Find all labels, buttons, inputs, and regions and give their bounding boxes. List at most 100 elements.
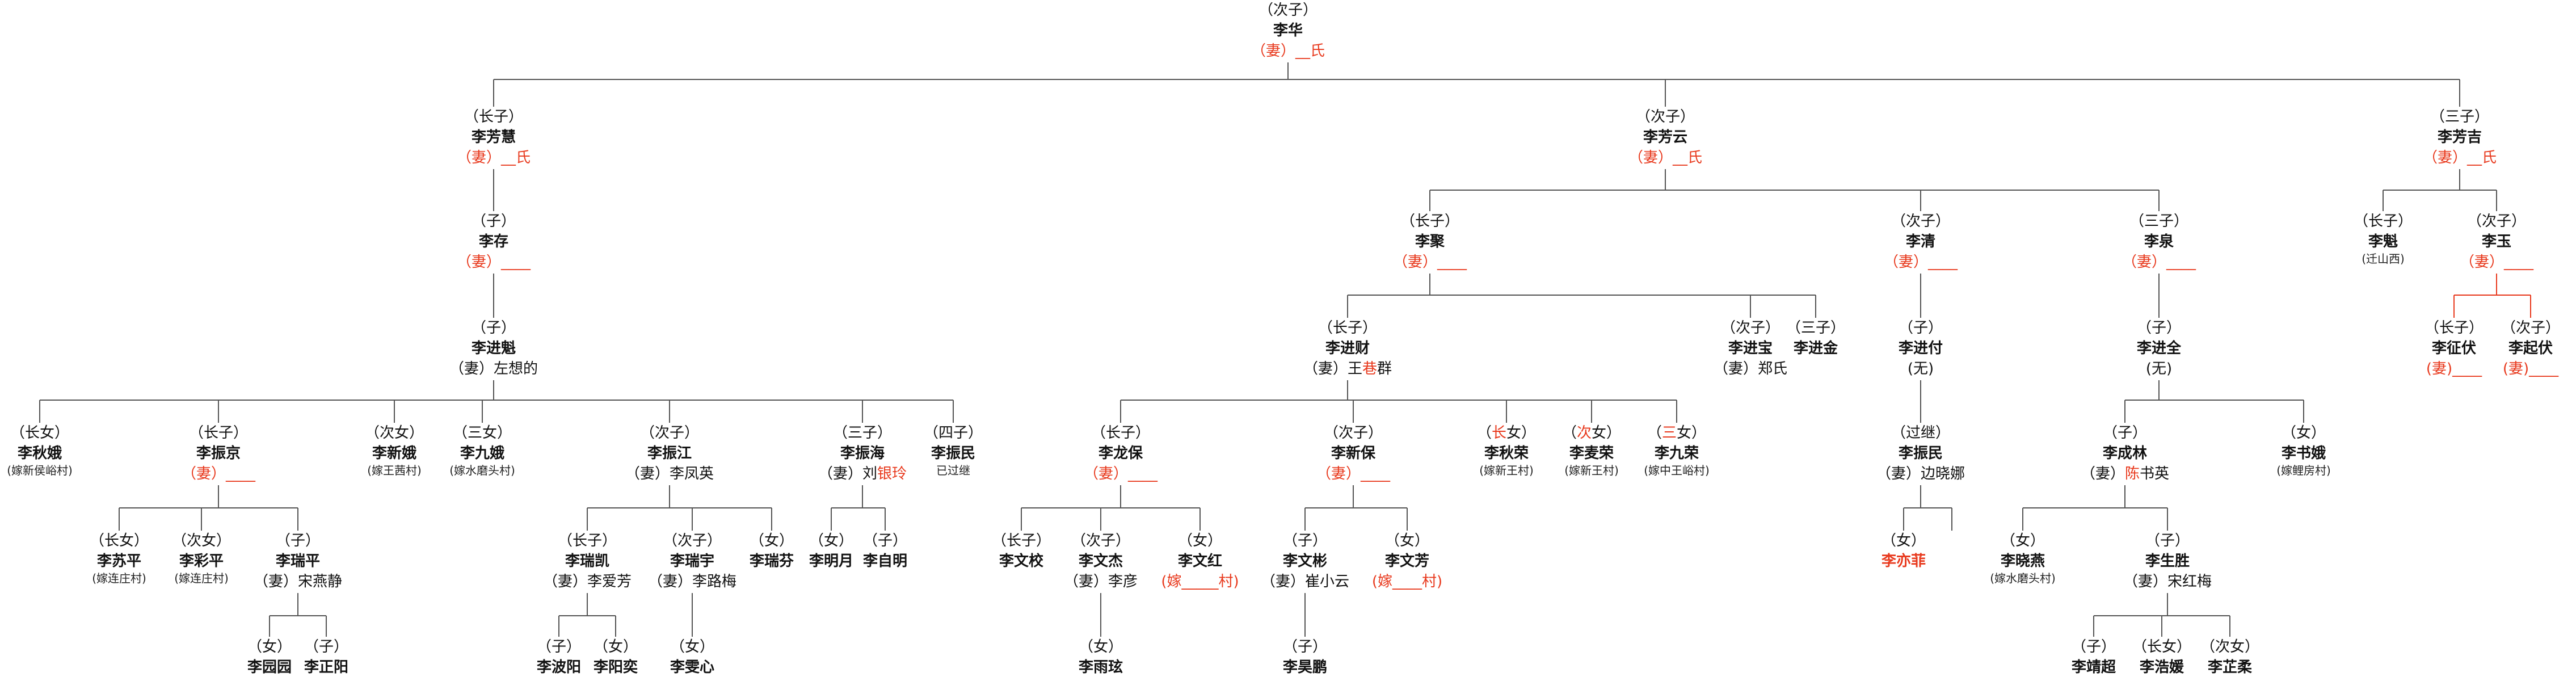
person-li-zhenjing: （长子） 李振京 （妻）____ bbox=[182, 423, 255, 484]
person-li-qing: （次子） 李清 （妻）____ bbox=[1884, 211, 1958, 272]
person-li-chenglin: （子） 李成林 （妻）陈书英 bbox=[2081, 423, 2169, 484]
person-name: 李瑞平 bbox=[275, 553, 320, 570]
spouse-line: （妻）李彦 bbox=[1063, 573, 1138, 590]
relation-label: （子） bbox=[1282, 638, 1328, 655]
relation-label: （次子） bbox=[1323, 424, 1383, 442]
relation-label: （女） bbox=[2000, 532, 2045, 549]
relation-label: （女） bbox=[247, 638, 292, 655]
marriage-note: (嫁连庄村) bbox=[174, 571, 229, 585]
person-name: 李瑞凯 bbox=[565, 553, 609, 570]
spouse-line: （妻）__氏 bbox=[2422, 149, 2497, 166]
person-li-jinjin: （三子） 李进金 bbox=[1786, 318, 1845, 359]
relation-label: （长子） bbox=[1318, 320, 1377, 337]
person-li-yuanyuan: （女） 李园园 bbox=[247, 637, 292, 678]
person-name: 李进付 bbox=[1898, 340, 1943, 357]
person-name: 李芳慧 bbox=[471, 129, 516, 146]
person-li-zhirou: （次女） 李芷柔 bbox=[2200, 637, 2259, 678]
person-name: 李文彬 bbox=[1282, 553, 1327, 570]
none-note: (无) bbox=[1907, 360, 1934, 377]
spouse-line: (妻)____ bbox=[2502, 360, 2559, 377]
person-name: 李聚 bbox=[1415, 233, 1445, 250]
relation-label: （次子） bbox=[662, 532, 722, 549]
relation-label: （三子） bbox=[832, 424, 893, 442]
person-li-xine: （次女） 李新娥 (嫁王茜村) bbox=[365, 423, 424, 477]
person-name: 李芳云 bbox=[1643, 129, 1687, 146]
person-li-zhenmin-adopted: （过继） 李振民 （妻）边晓娜 bbox=[1876, 423, 1965, 484]
spouse-line: （妻）王巷群 bbox=[1303, 360, 1392, 377]
spouse-line: （妻）宋红梅 bbox=[2123, 573, 2212, 590]
relation-label: （三子） bbox=[1786, 320, 1846, 337]
person-name: 李雯心 bbox=[670, 659, 715, 676]
relation-label: （四子） bbox=[923, 424, 983, 442]
relation-label: （三子） bbox=[2430, 108, 2489, 125]
person-name: 李芷柔 bbox=[2207, 659, 2253, 676]
person-li-xinbao: （次子） 李新保 （妻）____ bbox=[1316, 423, 1390, 484]
person-name: 李生胜 bbox=[2145, 553, 2190, 570]
relation-label: （子） bbox=[471, 213, 516, 230]
person-name: 李进宝 bbox=[1728, 340, 1773, 357]
person-name: 李新保 bbox=[1331, 445, 1376, 462]
relation-label: （长子） bbox=[991, 532, 1051, 549]
relation-label: （长子） bbox=[1400, 213, 1460, 230]
person-li-zhenmin: （四子） 李振民 已过继 bbox=[924, 423, 983, 477]
relation-label: （女） bbox=[1384, 532, 1430, 549]
person-name: 李华 bbox=[1273, 22, 1303, 39]
person-li-fangji: （三子） 李芳吉 （妻）__氏 bbox=[2423, 107, 2497, 168]
relation-label: （长子） bbox=[464, 108, 523, 125]
spouse-line: （妻）____ bbox=[2122, 254, 2196, 271]
person-li-zhenjiang: （次子） 李振江 （妻）李凤英 bbox=[625, 423, 714, 484]
relation-label: （次子） bbox=[639, 424, 699, 442]
person-name: 李振民 bbox=[931, 445, 976, 462]
person-li-jinfu: （子） 李进付 (无) bbox=[1899, 318, 1943, 379]
person-li-wenxin: （女） 李雯心 bbox=[670, 637, 714, 678]
person-name: 李瑞芬 bbox=[749, 553, 794, 570]
person-li-wenfang: （女） 李文芳 (嫁____村) bbox=[1372, 531, 1442, 592]
person-name: 李秋荣 bbox=[1484, 445, 1529, 462]
spouse-line: (妻)____ bbox=[2426, 360, 2482, 377]
person-name: 李芳吉 bbox=[2437, 129, 2482, 146]
relation-label: （子） bbox=[862, 532, 908, 549]
person-li-zhengfu: （长子） 李征伏 (妻)____ bbox=[2425, 318, 2484, 379]
person-name: 李进财 bbox=[1325, 340, 1370, 357]
marriage-note: (嫁中王峪村) bbox=[1644, 464, 1710, 477]
spouse-line: （妻）陈书英 bbox=[2080, 465, 2170, 482]
marriage-note: (嫁____村) bbox=[1371, 573, 1443, 590]
relation-label: （长子） bbox=[2353, 213, 2413, 230]
person-name: 李成林 bbox=[2102, 445, 2148, 462]
spouse-line: （妻）__氏 bbox=[456, 149, 531, 166]
person-name: 李征伏 bbox=[2431, 340, 2477, 357]
migration-note: (迁山西) bbox=[2362, 252, 2405, 266]
person-li-shue: （女） 李书娥 (嫁鲤房村) bbox=[2276, 423, 2331, 477]
adoption-note: 已过继 bbox=[936, 464, 970, 477]
person-li-ju: （长子） 李聚 （妻）____ bbox=[1393, 211, 1467, 272]
relation-label: （三女） bbox=[1647, 424, 1707, 442]
relation-label: （长女） bbox=[10, 424, 70, 442]
person-name: 李正阳 bbox=[304, 659, 349, 676]
relation-label: （女） bbox=[2281, 424, 2326, 442]
person-li-hua: （次子） 李华 （妻）__氏 bbox=[1251, 0, 1325, 61]
relation-label: （子） bbox=[536, 638, 582, 655]
relation-label: （女） bbox=[1881, 532, 1926, 549]
relation-label: （次女） bbox=[171, 532, 231, 549]
marriage-note: (嫁王茜村) bbox=[367, 464, 422, 477]
marriage-note: (嫁水磨头村) bbox=[1990, 571, 2056, 585]
person-li-wenbin: （子） 李文彬 （妻）崔小云 bbox=[1261, 531, 1349, 592]
spouse-line: （妻）____ bbox=[181, 465, 256, 482]
person-name: 李进金 bbox=[1793, 340, 1838, 357]
person-name: 李文校 bbox=[999, 553, 1044, 570]
spouse-line: （妻）刘银玲 bbox=[818, 465, 907, 482]
relation-label: （三子） bbox=[2129, 213, 2189, 230]
person-li-ruiyu: （次子） 李瑞宇 （妻）李路梅 bbox=[648, 531, 736, 592]
spouse-line: （妻）____ bbox=[1316, 465, 1391, 482]
person-name: 李秋娥 bbox=[17, 445, 62, 462]
person-name: 李浩媛 bbox=[2139, 659, 2184, 676]
person-name: 李九娥 bbox=[460, 445, 505, 462]
relation-label: （女） bbox=[749, 532, 794, 549]
marriage-note: (嫁鲤房村) bbox=[2276, 464, 2331, 477]
person-li-qifu: （次子） 李起伏 (妻)____ bbox=[2501, 318, 2560, 379]
spouse-line: （妻）边晓娜 bbox=[1876, 465, 1965, 482]
relation-label: （长子） bbox=[557, 532, 617, 549]
person-name: 李明月 bbox=[809, 553, 854, 570]
person-name: 李存 bbox=[478, 233, 509, 250]
person-name: 李苏平 bbox=[96, 553, 142, 570]
